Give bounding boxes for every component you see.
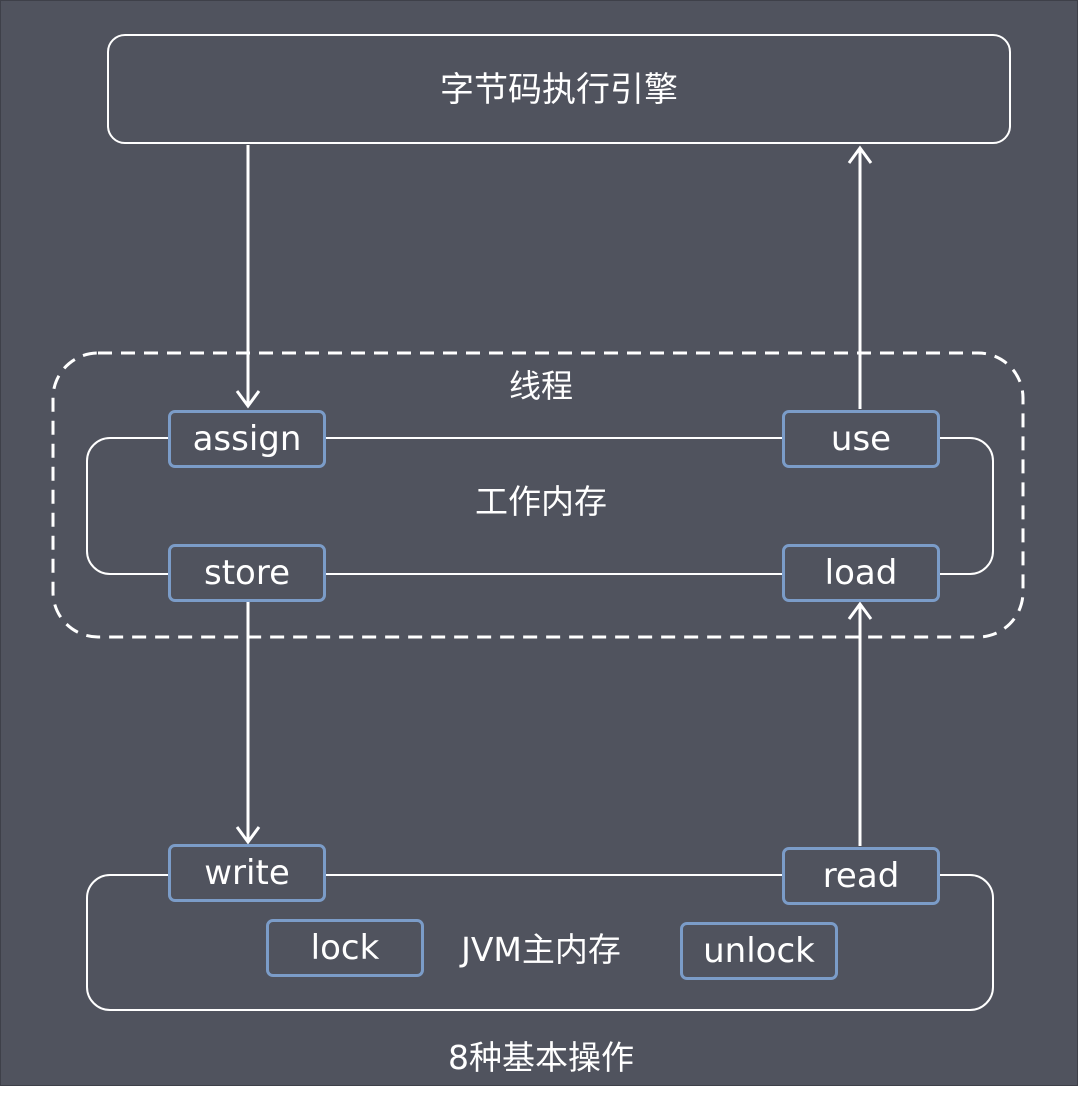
op-assign: assign [168, 410, 326, 468]
engine-box [107, 34, 1011, 144]
main-memory-title: JVM主内存 [461, 930, 621, 969]
main-memory-box [86, 874, 994, 1011]
arrowhead-assign [235, 390, 261, 409]
op-read: read [782, 847, 940, 905]
op-load: load [782, 544, 940, 602]
working-memory-box [86, 437, 994, 575]
op-unlock: unlock [680, 922, 838, 980]
thread-boundary [51, 351, 1025, 639]
thread-title: 线程 [508, 367, 573, 405]
op-use: use [782, 410, 940, 468]
op-lock: lock [266, 919, 424, 977]
arrowhead-load [847, 601, 873, 620]
engine-title: 字节码执行引擎 [440, 70, 678, 110]
op-store: store [168, 544, 326, 602]
arrowhead-write [235, 826, 261, 845]
diagram-caption: 8种基本操作 [448, 1038, 634, 1077]
arrowhead-engine [847, 145, 873, 164]
working-memory-title: 工作内存 [475, 482, 607, 521]
op-write: write [168, 844, 326, 902]
